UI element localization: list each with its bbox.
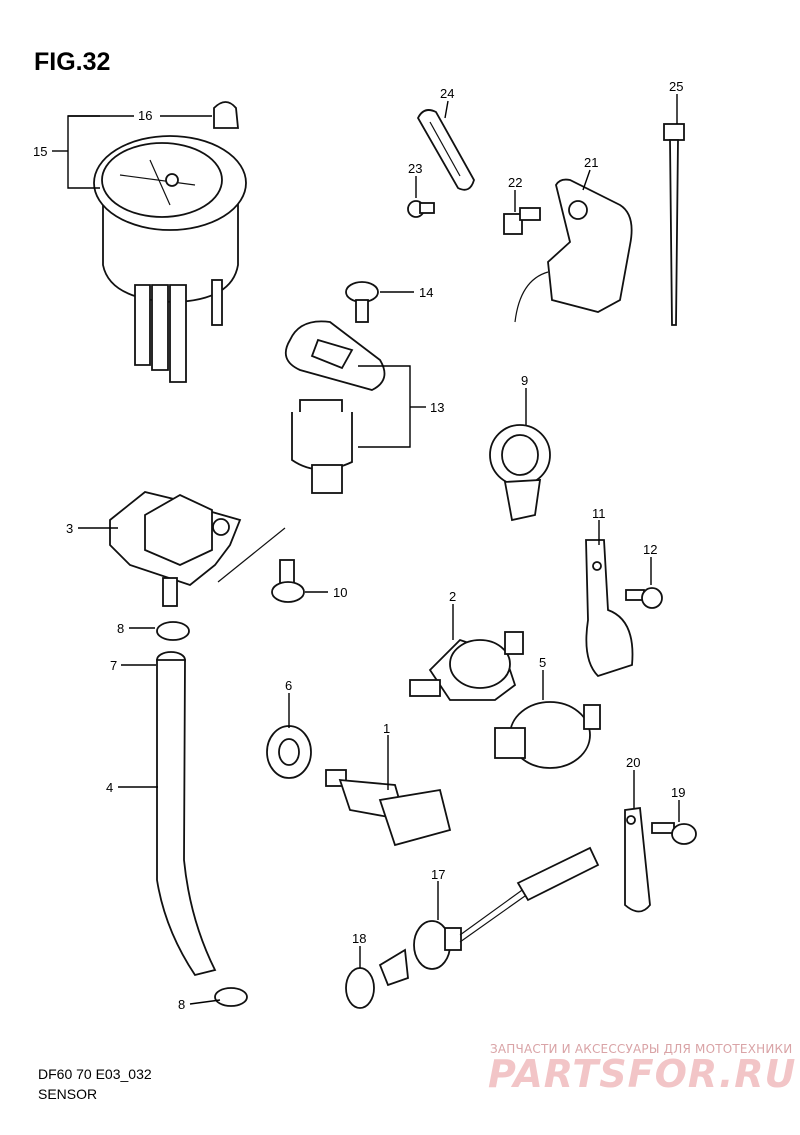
- part-24-strap: [416, 109, 475, 191]
- callout-10: 10: [333, 585, 347, 600]
- part-1-sensor: [325, 769, 452, 847]
- callout-6: 6: [285, 678, 292, 693]
- callout-3: 3: [66, 521, 73, 536]
- callout-1: 1: [383, 721, 390, 736]
- part-3-map-sensor: [109, 491, 286, 607]
- callout-8-top: 8: [117, 621, 124, 636]
- part-13-sensor: [284, 320, 386, 494]
- figure-caption: SENSOR: [38, 1086, 98, 1102]
- part-23-screw: [407, 200, 435, 218]
- callout-5: 5: [539, 655, 546, 670]
- callout-17: 17: [431, 867, 445, 882]
- callout-21: 21: [584, 155, 598, 170]
- part-8-clamp-top: [156, 621, 190, 641]
- watermark-logo: PARTSFOR.RU: [488, 1052, 797, 1096]
- callout-numbers: 1 2 3 4 5 6 7 8 8 9 10 11 12 13 14 15 16…: [33, 79, 685, 1012]
- part-5-sensor: [494, 701, 601, 769]
- part-20-strap: [624, 806, 651, 913]
- callout-2: 2: [449, 589, 456, 604]
- callout-20: 20: [626, 755, 640, 770]
- callout-4: 4: [106, 780, 113, 795]
- part-6-washer: [266, 725, 312, 779]
- part-8-clamp-bottom: [214, 987, 248, 1007]
- part-25-cable-tie: [663, 123, 685, 326]
- part-21-bracket-sensor: [514, 178, 633, 323]
- leader-lines: [52, 94, 680, 1005]
- part-18-o-ring: [345, 967, 375, 1009]
- part-22-bolt: [503, 207, 541, 235]
- callout-11: 11: [592, 506, 606, 521]
- part-7-4-hose: [156, 651, 217, 977]
- callout-18: 18: [352, 931, 366, 946]
- part-10-bolt: [271, 559, 305, 603]
- watermark-tagline: ЗАПЧАСТИ И АКСЕССУАРЫ ДЛЯ МОТОТЕХНИКИ: [490, 1042, 793, 1056]
- callout-7: 7: [110, 658, 117, 673]
- callout-15: 15: [33, 144, 47, 159]
- part-2-sensor: [409, 631, 524, 701]
- callout-13: 13: [430, 400, 444, 415]
- callout-16: 16: [138, 108, 152, 123]
- callout-25: 25: [669, 79, 683, 94]
- part-11-strap: [585, 539, 634, 678]
- callout-24: 24: [440, 86, 454, 101]
- callout-8-bottom: 8: [178, 997, 185, 1012]
- part-16-bulb: [213, 101, 239, 129]
- figure-title: FIG.32: [34, 48, 111, 76]
- part-14-screw: [345, 281, 379, 323]
- callout-14: 14: [419, 285, 433, 300]
- part-17-sensor: [378, 846, 600, 987]
- figure-code: DF60 70 E03_032: [38, 1066, 152, 1082]
- callout-22: 22: [508, 175, 522, 190]
- callout-9: 9: [521, 373, 528, 388]
- part-15-gauge: [93, 135, 247, 383]
- part-9-clip: [489, 424, 551, 522]
- callout-19: 19: [671, 785, 685, 800]
- part-19-bolt: [651, 822, 697, 845]
- callout-12: 12: [643, 542, 657, 557]
- part-12-screw: [625, 587, 663, 609]
- callout-23: 23: [408, 161, 422, 176]
